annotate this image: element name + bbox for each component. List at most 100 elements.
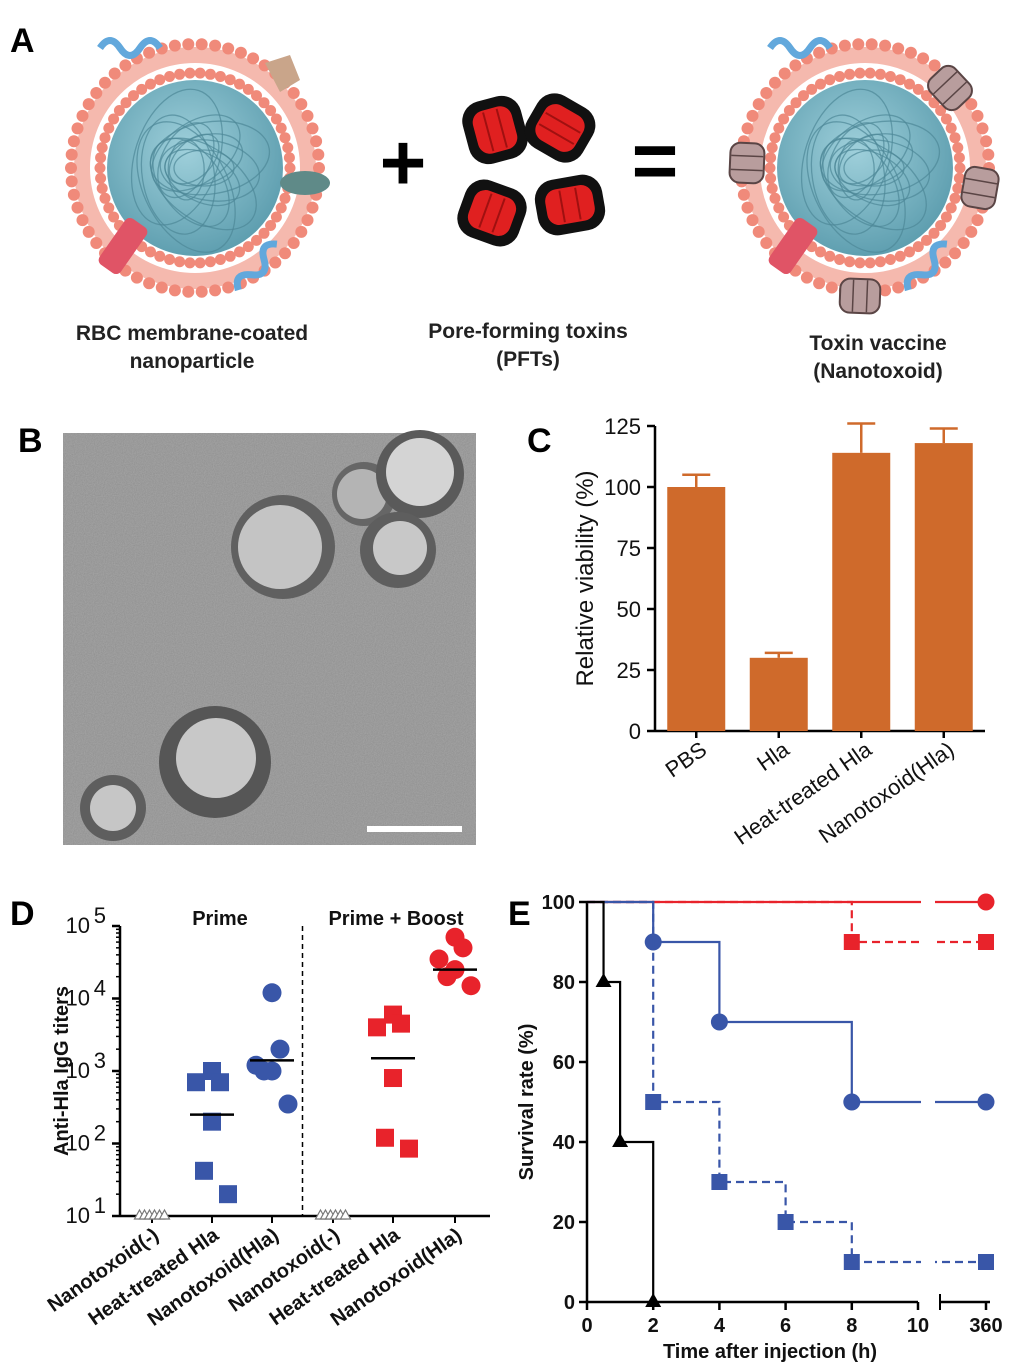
lipid-head-outer [865, 38, 878, 51]
survival-curve-4 [587, 900, 655, 1302]
panel-label-c: C [527, 422, 552, 460]
toxin-line [965, 177, 998, 185]
lipid-head-outer [234, 46, 247, 59]
lipid-head-outer [778, 67, 791, 80]
lipid-head-inner [164, 254, 176, 265]
toxin-line [933, 71, 958, 95]
point-square [400, 1139, 418, 1158]
lipid-head-inner [945, 122, 957, 134]
inserted-toxin [927, 64, 973, 112]
lipid-head-outer [746, 109, 759, 122]
lipid-head-inner [234, 78, 245, 90]
lipid-head-inner [884, 254, 896, 265]
lipid-head-inner [834, 254, 846, 265]
equals-sign: = [632, 116, 679, 205]
lipid-head-inner [949, 192, 961, 204]
lipid-head-inner [154, 74, 166, 86]
x-tick-label: PBS [661, 737, 711, 783]
lipid-head-inner [769, 192, 781, 204]
toxin-line [865, 280, 869, 313]
toxin-body [838, 277, 882, 315]
lipid-head-inner [864, 67, 876, 79]
polymer-core [107, 80, 283, 256]
lipid-head-outer [287, 87, 300, 99]
lipid-head-outer [980, 135, 993, 148]
lipid-head-outer [71, 122, 84, 135]
point-circle [278, 1094, 298, 1114]
lipid-head-outer [168, 39, 181, 52]
point-circle [461, 976, 481, 996]
toxin-body [960, 165, 1000, 211]
lipid-head-outer [957, 237, 970, 249]
scale-bar [367, 826, 462, 832]
lipid-head-inner [904, 78, 915, 90]
y-tick-label: 10 [66, 986, 90, 1011]
polymer-strand [843, 149, 905, 187]
lipid-head-inner [940, 211, 952, 223]
lipid-head-outer [892, 281, 905, 294]
caption-pft-line2: (PFTs) [496, 348, 560, 371]
lipid-head-outer [741, 122, 754, 135]
polymer-strand [827, 122, 885, 199]
lipid-head-inner [204, 68, 216, 80]
lipid-head-inner [99, 132, 111, 144]
polymer-strand [810, 114, 886, 235]
curve-marker-circle [710, 1013, 728, 1031]
lipid-head-inner [275, 122, 287, 134]
lipid-head-outer [67, 135, 80, 148]
lipid-head-inner [952, 182, 964, 194]
polymer-strand [819, 120, 941, 196]
lipid-head-inner [136, 83, 148, 95]
y-tick-label: 10 [66, 913, 90, 938]
y-tick-label: 0 [629, 719, 641, 744]
toxin-line [731, 154, 764, 158]
membrane-protein-helix [97, 37, 163, 59]
caption-rbc-line2: nanoparticle [130, 350, 255, 373]
lipid-head-outer [939, 256, 952, 269]
curve-marker-square [777, 1214, 794, 1230]
lipid-head-inner [945, 202, 957, 214]
lipid-head-outer [295, 98, 308, 111]
toxin-line [942, 81, 967, 105]
lipid-head-inner [224, 74, 236, 86]
curve-marker-circle [977, 893, 995, 911]
lipid-head-inner [194, 257, 206, 269]
panel-label-a: A [10, 22, 35, 60]
point-square [376, 1128, 394, 1147]
curve-marker-square [711, 1174, 728, 1190]
lipid-head-outer [760, 87, 773, 99]
lipid-head-inner [279, 192, 291, 204]
lipid-head-inner [778, 211, 790, 223]
y-tick-exponent: 2 [94, 1121, 106, 1146]
lipid-head-inner [912, 241, 924, 253]
lipid-head-inner [95, 172, 107, 184]
bar-3 [914, 443, 973, 731]
lipid-head-inner [854, 67, 866, 79]
point-square [187, 1073, 205, 1092]
lipid-head-inner [864, 257, 876, 269]
y-tick-label: 100 [604, 475, 641, 500]
curve-marker-triangle [595, 973, 612, 987]
lipid-head-outer [976, 122, 989, 135]
lipid-head-inner [954, 162, 966, 174]
y-tick-label: 25 [617, 658, 641, 683]
point-square [211, 1073, 229, 1092]
lipid-head-inner [766, 142, 778, 154]
curve-marker-square [843, 1254, 860, 1270]
lipid-head-outer [90, 87, 103, 99]
lipid-head-inner [773, 122, 785, 134]
lipid-head-inner [773, 202, 785, 214]
lipid-head-inner [113, 105, 125, 116]
x-tick-label: 6 [780, 1315, 791, 1337]
membrane-bilayer [74, 47, 316, 289]
polymer-strand [130, 88, 224, 226]
lipid-head-outer [195, 285, 208, 298]
lipid-head-inner [953, 172, 965, 184]
membrane-protein-tan [265, 55, 300, 92]
y-axis-label: Anti-Hla IgG titers [51, 986, 73, 1156]
x-tick-label: Heat-treated Hla [730, 736, 877, 849]
lipid-head-inner [921, 90, 932, 102]
